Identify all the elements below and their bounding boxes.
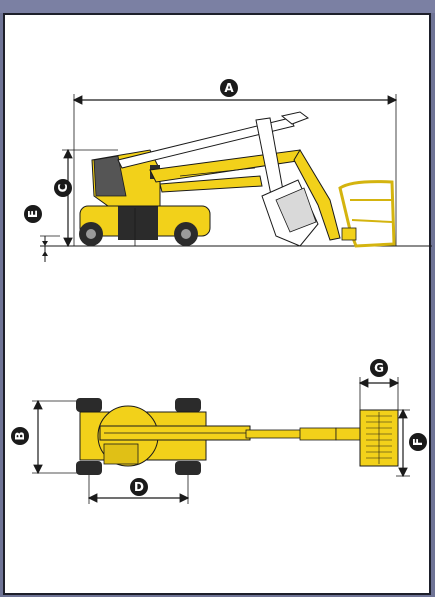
label-g-text: G xyxy=(374,361,384,375)
label-c: C xyxy=(54,179,72,197)
wheel-rear-right xyxy=(76,461,102,475)
title-bar xyxy=(0,0,435,13)
side-view xyxy=(40,94,432,262)
wheel-rear-left xyxy=(76,398,102,412)
label-e: E xyxy=(24,205,42,223)
label-a-text: A xyxy=(224,81,234,95)
jib-arm xyxy=(293,149,341,241)
label-e-text: E xyxy=(26,210,40,218)
label-a: A xyxy=(220,79,238,97)
label-b-text: B xyxy=(13,431,27,440)
basket xyxy=(338,180,396,248)
label-f-text: F xyxy=(411,438,425,446)
label-c-text: C xyxy=(56,183,70,192)
wheel-front-right xyxy=(175,461,201,475)
top-view xyxy=(32,377,410,504)
label-d: D xyxy=(130,478,148,496)
wheel-front-left xyxy=(175,398,201,412)
upper-boom xyxy=(117,117,295,169)
label-d-text: D xyxy=(134,480,144,494)
label-b: B xyxy=(11,427,29,445)
label-f: F xyxy=(409,433,427,451)
label-g: G xyxy=(370,359,388,377)
